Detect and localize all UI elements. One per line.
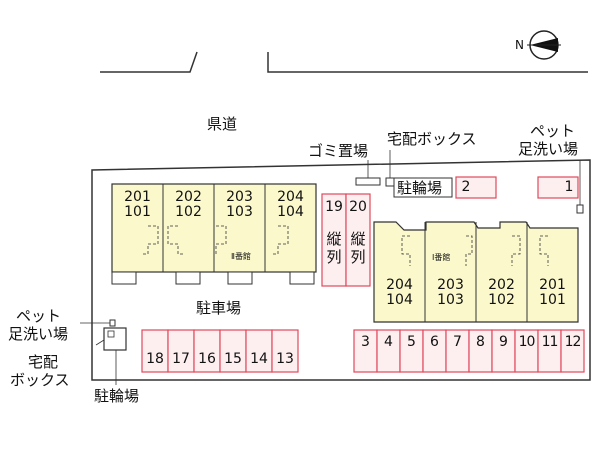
parking-space-20 xyxy=(345,193,371,287)
space-16-label: 16 xyxy=(198,351,216,367)
vertical-space-19-label: 19 縦 列 xyxy=(325,199,343,266)
garbage-area xyxy=(355,177,381,186)
garbage-label: ゴミ置場 xyxy=(308,142,369,160)
pet-wash-top-line2: 足洗い場 xyxy=(518,140,579,158)
space-13-label: 13 xyxy=(276,351,294,367)
pet-wash-top-line1: ペット xyxy=(530,122,576,140)
pet-wash-top-marker xyxy=(576,204,584,214)
pet-wash-left-line2: 足洗い場 xyxy=(8,325,69,343)
space-6-label: 6 xyxy=(430,334,439,350)
space-5-label: 5 xyxy=(407,334,416,350)
vertical-space-20-label: 20 縦 列 xyxy=(349,199,367,266)
compass-letter: N xyxy=(515,38,524,52)
space-7-label: 7 xyxy=(453,334,462,350)
parking-space-19 xyxy=(321,193,347,287)
space-18-label: 18 xyxy=(146,351,164,367)
north-arrow-icon xyxy=(527,30,561,60)
street-curb-right xyxy=(267,52,588,73)
pet-wash-left-line1: ペット xyxy=(16,307,62,325)
space-11-label: 11 xyxy=(541,334,559,350)
space-9-label: 9 xyxy=(499,334,508,350)
parking-space-1 xyxy=(537,176,579,199)
delivery-bike-box-left xyxy=(103,327,127,351)
bike-parking-top-label: 駐輪場 xyxy=(397,179,443,197)
space-10-label: 10 xyxy=(518,334,536,350)
space-17-label: 17 xyxy=(172,351,190,367)
space-8-label: 8 xyxy=(476,334,485,350)
building-2-name: Ⅱ番館 xyxy=(231,252,251,261)
space-15-label: 15 xyxy=(224,351,242,367)
parking-row-left xyxy=(141,329,299,373)
building-1 xyxy=(373,221,579,323)
parking-space-2 xyxy=(455,176,497,199)
space-2-label: 2 xyxy=(461,179,471,195)
building-1-name: Ⅰ番館 xyxy=(432,253,451,262)
building-2 xyxy=(111,183,317,285)
delivery-box-top-label: 宅配ボックス xyxy=(387,130,477,148)
delivery-box-top xyxy=(385,177,395,187)
delivery-box-left-line1: 宅配 xyxy=(28,353,59,371)
bike-parking-left-label: 駐輪場 xyxy=(94,387,140,405)
parking-row-right xyxy=(353,329,585,373)
street-curb-left xyxy=(100,51,198,73)
space-1-label: 1 xyxy=(564,179,574,195)
delivery-box-left-line2: ボックス xyxy=(10,371,70,389)
space-14-label: 14 xyxy=(250,351,268,367)
parking-label: 駐車場 xyxy=(196,299,242,317)
space-12-label: 12 xyxy=(564,334,582,350)
pet-wash-left-marker xyxy=(109,319,116,327)
bike-parking-top xyxy=(393,177,453,198)
space-4-label: 4 xyxy=(384,334,393,350)
road-label: 県道 xyxy=(207,115,238,133)
space-3-label: 3 xyxy=(361,334,370,350)
